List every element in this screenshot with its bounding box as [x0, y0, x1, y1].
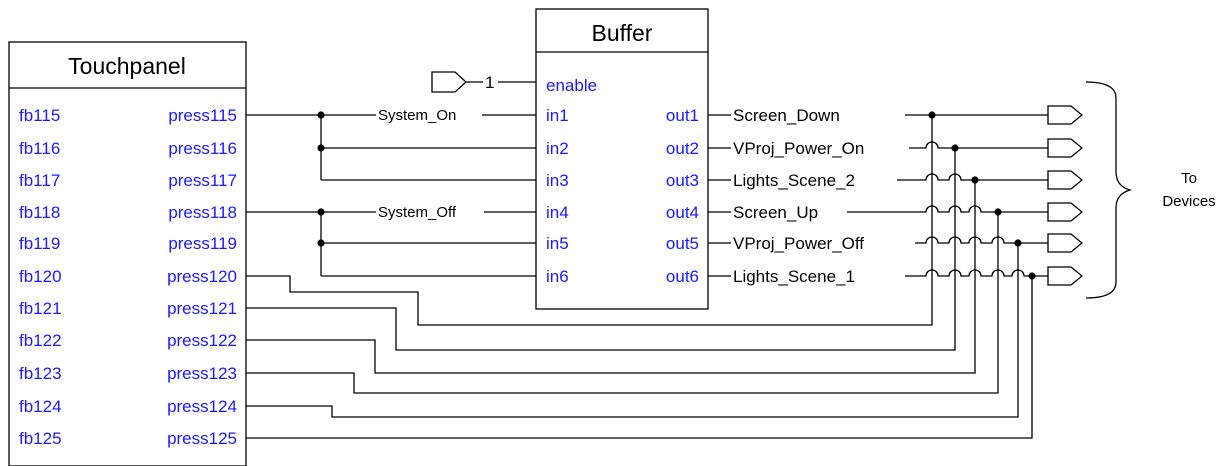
- output-wire: [897, 173, 1048, 181]
- output-wire: [905, 269, 1048, 277]
- buffer-input-pin: in1: [546, 106, 569, 125]
- output-wire: [915, 236, 1048, 244]
- to-devices-label-line2: Devices: [1162, 193, 1215, 210]
- feedback-wiring: [246, 115, 1033, 439]
- feedback-wire: [246, 212, 999, 394]
- touchpanel-fb-pin: fb123: [19, 364, 62, 383]
- output-signal-label: VProj_Power_On: [733, 139, 864, 158]
- touchpanel-fb-pin: fb125: [19, 429, 62, 448]
- touchpanel-press-pin: press118: [168, 203, 237, 222]
- touchpanel-fb-pin: fb116: [19, 139, 60, 158]
- buffer-block: Buffer enable in1 in2 in3 in4 in5 in6 out1 out2…: [535, 8, 709, 310]
- brace-symbol: [1085, 81, 1133, 299]
- buffer-box: [535, 8, 709, 310]
- touchpanel-fb-pin: fb119: [19, 234, 60, 253]
- buffer-output-pin: out4: [666, 203, 699, 222]
- touchpanel-fb-pin: fb124: [19, 397, 62, 416]
- buffer-input-pin: in3: [546, 171, 569, 190]
- feedback-wire: [246, 276, 1033, 439]
- output-signal-label: VProj_Power_Off: [733, 234, 864, 253]
- to-devices-annotation: To Devices: [1085, 81, 1216, 299]
- output-signal-label: Screen_Down: [733, 106, 840, 125]
- buffer-pins: in1 in2 in3 in4 in5 in6 out1 out2 out3 out4 out5 ou…: [546, 106, 699, 286]
- feedback-wire: [246, 180, 976, 374]
- junction-dot: [317, 144, 325, 152]
- device-connector-icon: [1047, 202, 1084, 222]
- touchpanel-fb-pin: fb117: [19, 171, 60, 190]
- buffer-input-pin: in2: [546, 139, 569, 158]
- buffer-enable-pin: enable: [546, 76, 597, 95]
- touchpanel-press-pin: press120: [167, 267, 237, 286]
- junction-dot: [317, 239, 325, 247]
- buffer-title: Buffer: [592, 20, 653, 46]
- enable-connector: 1: [431, 71, 536, 93]
- touchpanel-press-pin: press116: [168, 139, 237, 158]
- enable-value: 1: [485, 73, 494, 92]
- device-connector-icon: [1047, 233, 1084, 253]
- feedback-wire: [246, 148, 956, 351]
- buffer-output-pin: out3: [666, 171, 699, 190]
- device-connector-icon: [1047, 105, 1084, 125]
- buffer-output-pin: out6: [666, 267, 699, 286]
- touchpanel-press-pin: press121: [167, 299, 237, 318]
- output-signal-label: Lights_Scene_2: [733, 171, 855, 190]
- touchpanel-fb-pin: fb122: [19, 331, 62, 350]
- output-signal-label: Screen_Up: [733, 203, 818, 222]
- device-connector-icon: [1047, 266, 1084, 286]
- buffer-input-pin: in6: [546, 267, 569, 286]
- buffer-input-pin: in5: [546, 234, 569, 253]
- touchpanel-press-pin: press117: [168, 171, 237, 190]
- buffer-output-pin: out5: [666, 234, 699, 253]
- touchpanel-press-pin: press122: [167, 331, 237, 350]
- input-wiring: System_On System_Off: [246, 107, 536, 277]
- device-connector-icon: [1047, 138, 1084, 158]
- touchpanel-title: Touchpanel: [68, 53, 186, 79]
- touchpanel-press-pin: press123: [167, 364, 237, 383]
- touchpanel-press-pin: press124: [167, 397, 237, 416]
- touchpanel-fb-pin: fb115: [19, 106, 60, 125]
- signal-system-off: System_Off: [378, 204, 457, 221]
- buffer-output-pin: out1: [666, 106, 699, 125]
- output-wire: [909, 141, 1048, 149]
- feedback-wire: [246, 115, 933, 326]
- output-wire: [847, 205, 1048, 213]
- buffer-output-pin: out2: [666, 139, 699, 158]
- touchpanel-box: [8, 41, 247, 466]
- device-connector-icon: [1047, 170, 1084, 190]
- to-devices-label-line1: To: [1181, 170, 1197, 187]
- touchpanel-fb-pin: fb120: [19, 267, 62, 286]
- signal-system-on: System_On: [378, 107, 456, 124]
- touchpanel-fb-pin: fb118: [19, 203, 60, 222]
- feedback-wire: [246, 243, 1019, 418]
- output-wiring: Screen_DownVProj_Power_OnLights_Scene_2S…: [708, 105, 1084, 286]
- touchpanel-fb-pin: fb121: [19, 299, 62, 318]
- buffer-input-pin: in4: [546, 203, 569, 222]
- junction-dot: [317, 208, 325, 216]
- touchpanel-rows: fb115 press115 fb116 press116 fb117 press117 f…: [19, 106, 237, 448]
- touchpanel-press-pin: press125: [167, 429, 237, 448]
- output-signal-label: Lights_Scene_1: [733, 267, 855, 286]
- enable-connector-symbol: [431, 71, 467, 93]
- touchpanel-press-pin: press115: [168, 106, 237, 125]
- junction-dot: [317, 111, 325, 119]
- touchpanel-press-pin: press119: [168, 234, 237, 253]
